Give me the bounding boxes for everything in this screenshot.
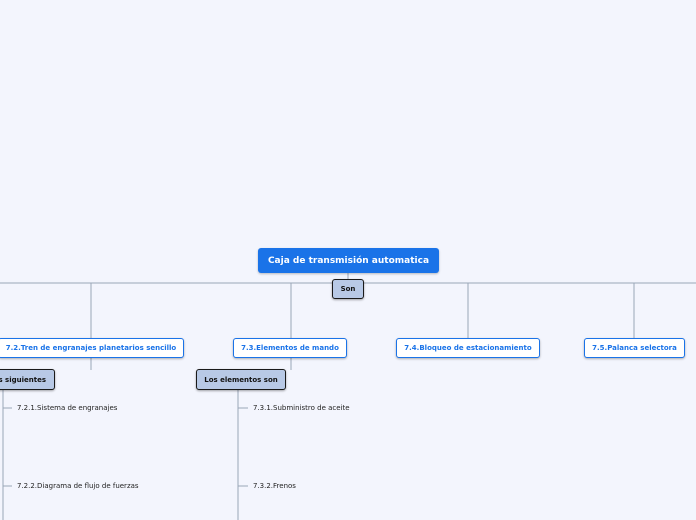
connector-elementos-son[interactable]: Los elementos son [196, 369, 286, 390]
leaf-sistema-engranajes[interactable]: 7.2.1.Sistema de engranajes [17, 404, 118, 412]
topic-tren-engranajes[interactable]: 7.2.Tren de engranajes planetarios senci… [0, 338, 184, 358]
topic-elementos-mando[interactable]: 7.3.Elementos de mando [233, 338, 347, 358]
topic-palanca-selectora[interactable]: 7.5.Palanca selectora [584, 338, 685, 358]
leaf-frenos[interactable]: 7.3.2.Frenos [253, 482, 296, 490]
root-node[interactable]: Caja de transmisión automatica [258, 248, 439, 273]
leaf-diagrama-flujo[interactable]: 7.2.2.Diagrama de flujo de fuerzas [17, 482, 139, 490]
leaf-subministro-aceite[interactable]: 7.3.1.Subministro de aceite [253, 404, 350, 412]
connector-son[interactable]: Son [332, 279, 364, 299]
connector-siguientes[interactable]: s siguientes [0, 369, 55, 390]
topic-bloqueo-estacionamiento[interactable]: 7.4.Bloqueo de estacionamiento [396, 338, 540, 358]
